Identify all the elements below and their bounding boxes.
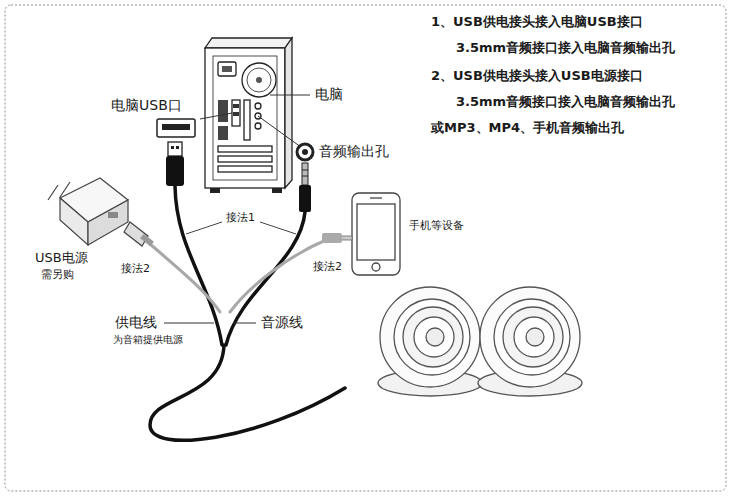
note-label: 为音箱提供电源: [112, 334, 184, 346]
instruction-line: 或MP3、MP4、手机音频输出孔: [430, 120, 625, 136]
part-label: USB电源: [34, 250, 89, 266]
method-label: 接法1: [225, 211, 256, 224]
grey-cables: [150, 240, 326, 312]
audio-output-hole: [297, 144, 313, 160]
cable-label: 供电线: [114, 314, 158, 331]
leader-lines: [164, 323, 256, 324]
instruction-line: 3.5mm音频接口接入电脑音频输出孔: [455, 94, 676, 110]
phone: [352, 193, 400, 275]
method-label: 接法2: [120, 262, 151, 275]
speaker-right: [478, 287, 582, 396]
instruction-line: 2、USB供电接头接入USB电源接口: [430, 68, 644, 84]
instruction-line: 3.5mm音频接口接入电脑音频输出孔: [455, 40, 676, 56]
dashed-frame: [5, 5, 726, 491]
cable-label: 音源线: [260, 314, 304, 331]
black-cables: [150, 186, 345, 440]
instruction-line: 1、USB供电接头接入电脑USB接口: [430, 14, 644, 30]
part-label: 电脑USB口: [110, 97, 183, 114]
part-label: 手机等设备: [408, 219, 465, 232]
usb-power-adapter: [48, 178, 152, 246]
usb-plug: [166, 142, 184, 186]
speaker-left: [378, 287, 482, 396]
audio-jack: [299, 163, 311, 212]
method-label: 接法2: [312, 260, 343, 273]
leader-lines: [200, 95, 310, 150]
note-label: 需另购: [40, 268, 75, 281]
part-label: 音频输出孔: [318, 143, 390, 160]
part-label: 电脑: [314, 86, 344, 103]
phone-jack: [322, 233, 352, 243]
usb-port: [157, 119, 195, 137]
